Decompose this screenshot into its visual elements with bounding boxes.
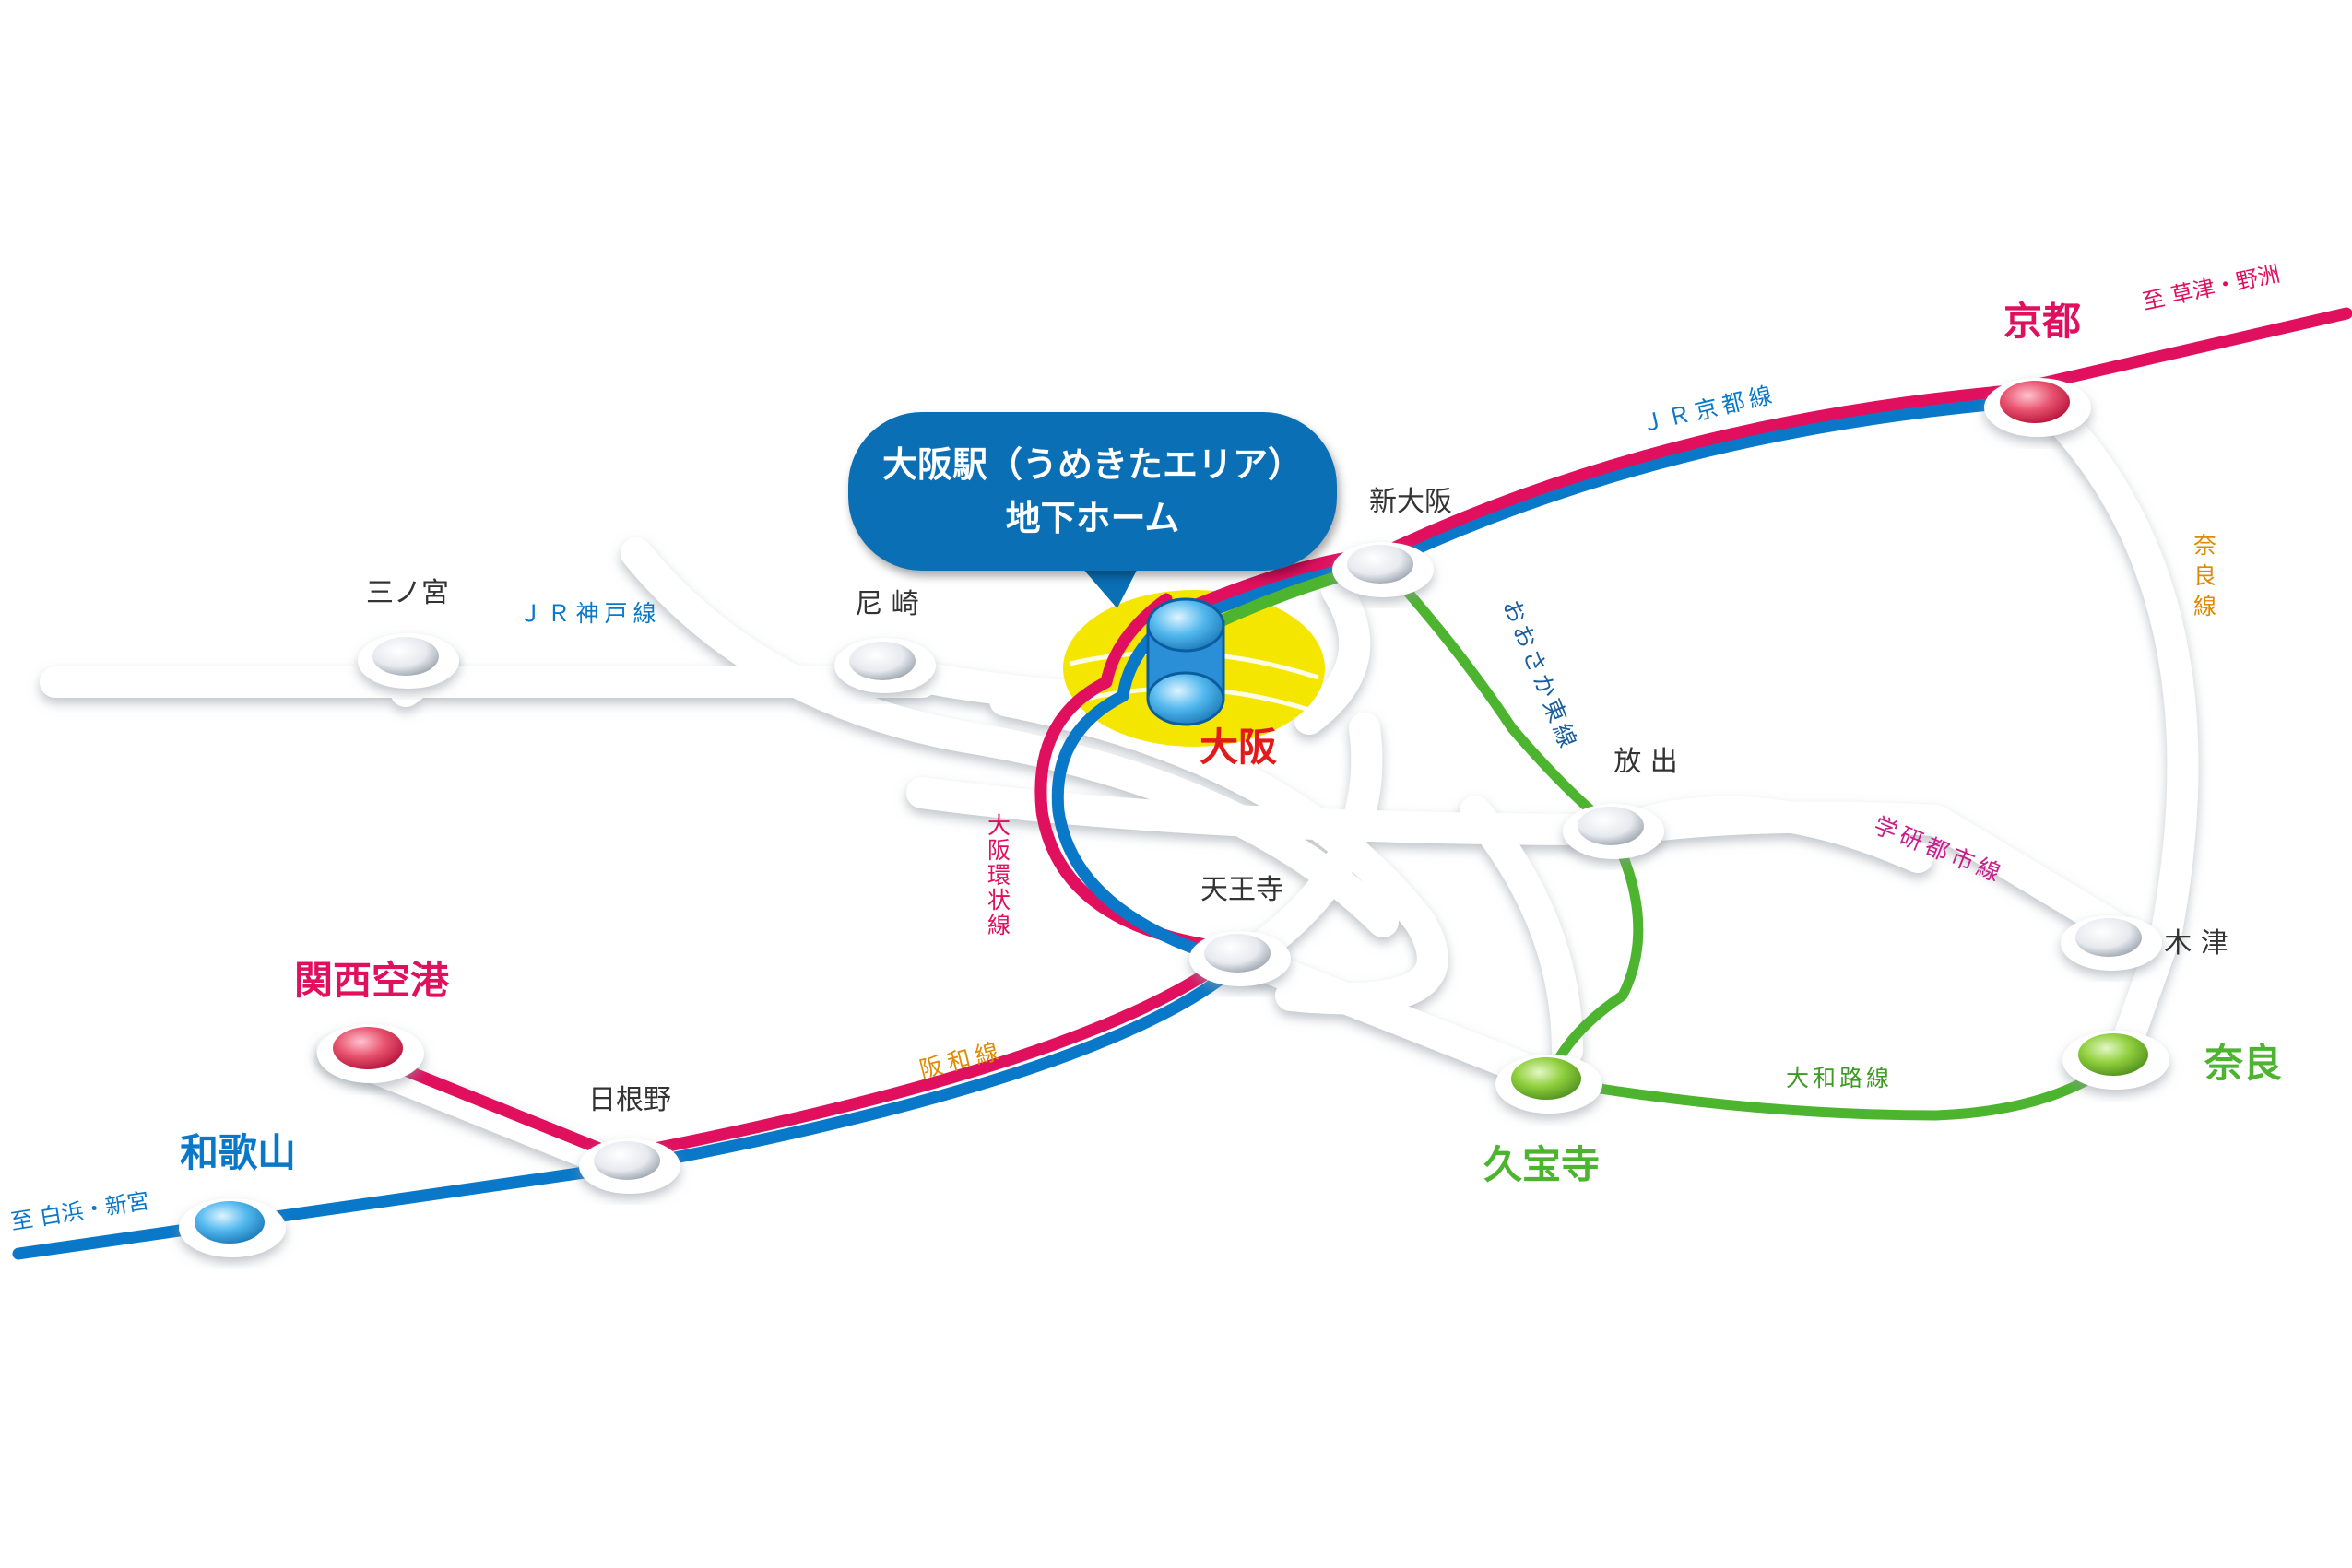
station-kudara[interactable] (1495, 1055, 1602, 1114)
station-nara[interactable] (2062, 1031, 2169, 1090)
label-amagasaki: 尼 崎 (855, 588, 919, 620)
label-wakayama: 和歌山 (180, 1130, 296, 1175)
label-yamatoji-line: 大和路線 (1786, 1065, 1893, 1091)
station-kansai-airport[interactable] (317, 1024, 424, 1083)
station-hineno[interactable] (579, 1138, 680, 1194)
jr-kyoto-line-red (1192, 307, 2352, 610)
label-nara-line: 奈良線 (2191, 533, 2217, 624)
callout-title: 大阪駅（うめきたエリア） (881, 444, 1303, 485)
label-kyoto: 京都 (2003, 299, 2081, 344)
station-amagasaki[interactable] (834, 638, 936, 693)
label-osaka-kanjo-line: 大阪環状線 (985, 813, 1011, 937)
callout-subtitle: 地下ホーム (1005, 498, 1180, 538)
label-to-kusatsu-yasu: 至 草津・野洲 (2140, 261, 2282, 315)
label-nara: 奈良 (2204, 1041, 2282, 1086)
label-kudara: 久宝寺 (1483, 1142, 1600, 1187)
label-shin-osaka: 新大阪 (1369, 486, 1452, 518)
station-kyoto[interactable] (1984, 378, 2091, 437)
station-tennoji[interactable] (1189, 931, 1291, 986)
hanwa-line-blue (12, 957, 1247, 1260)
label-sannomiya: 三ノ宮 (366, 577, 449, 609)
label-kansai-airport: 関西空港 (294, 958, 450, 1003)
label-jr-kobe-line: ＪＲ神戸線 (518, 600, 661, 627)
osaka-underground-callout: 大阪駅（うめきたエリア） 地下ホーム (848, 412, 1337, 571)
label-tennoji: 天王寺 (1200, 874, 1283, 906)
station-hanaten[interactable] (1563, 804, 1664, 859)
station-sannomiya[interactable] (358, 633, 459, 689)
jr-kyoto-line-blue (1192, 396, 2016, 622)
label-hineno: 日根野 (588, 1084, 671, 1116)
station-kizu[interactable] (2061, 915, 2162, 971)
station-osaka-underground[interactable] (1146, 597, 1225, 726)
yamatoji-line (1543, 1053, 2126, 1121)
hanwa-line-red (630, 943, 1247, 1159)
label-osaka: 大阪 (1200, 725, 1277, 770)
station-shin-osaka[interactable] (1332, 542, 1434, 597)
kansai-airport-line (362, 1049, 633, 1166)
osaka-kanjo-line-blue (1051, 609, 1247, 970)
osaka-kanjo-line-red (1034, 593, 1247, 956)
station-wakayama[interactable] (179, 1198, 286, 1257)
label-kizu: 木 津 (2164, 927, 2228, 960)
label-hanaten: 放 出 (1613, 746, 1678, 778)
label-to-shirahama-shingu: 至 白浜・新宮 (9, 1187, 151, 1234)
